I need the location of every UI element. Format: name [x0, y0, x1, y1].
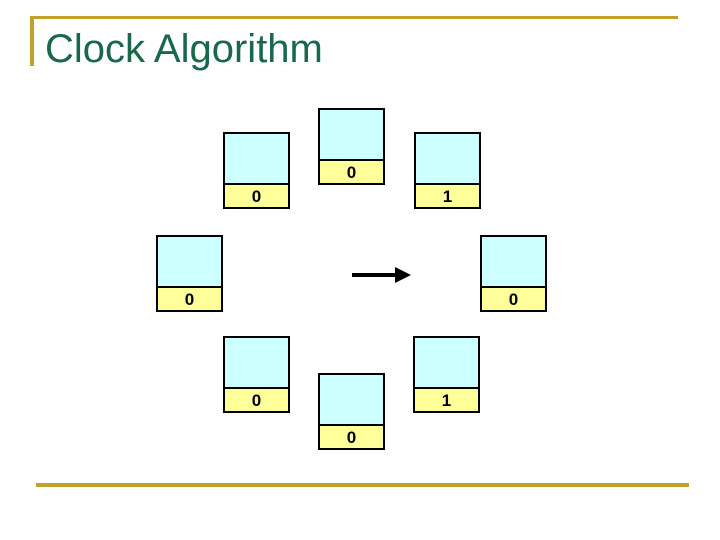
frame-body: [482, 237, 545, 286]
frame-body: [320, 110, 383, 159]
frame-body: [415, 338, 478, 387]
reference-bit: 0: [320, 159, 383, 183]
page-frame-bottom-right: 1: [413, 336, 480, 413]
page-title: Clock Algorithm: [45, 27, 323, 71]
footer-rule: [36, 483, 689, 487]
reference-bit: 0: [158, 286, 221, 310]
frame-body: [225, 134, 288, 183]
reference-bit: 1: [416, 183, 479, 207]
reference-bit: 0: [225, 183, 288, 207]
right-arrow-icon: [352, 267, 411, 283]
reference-bit: 1: [415, 387, 478, 411]
page-frame-left: 0: [156, 235, 223, 312]
page-frame-bottom: 0: [318, 373, 385, 450]
title-top-rule: [30, 16, 678, 19]
reference-bit: 0: [225, 387, 288, 411]
reference-bit: 0: [482, 286, 545, 310]
page-frame-bottom-left: 0: [223, 336, 290, 413]
reference-bit: 0: [320, 424, 383, 448]
frame-body: [225, 338, 288, 387]
frame-body: [158, 237, 221, 286]
page-frame-top-left: 0: [223, 132, 290, 209]
title-left-accent-bar: [30, 16, 34, 66]
page-frame-top: 0: [318, 108, 385, 185]
page-frame-top-right: 1: [414, 132, 481, 209]
page-frame-right: 0: [480, 235, 547, 312]
frame-body: [320, 375, 383, 424]
frame-body: [416, 134, 479, 183]
